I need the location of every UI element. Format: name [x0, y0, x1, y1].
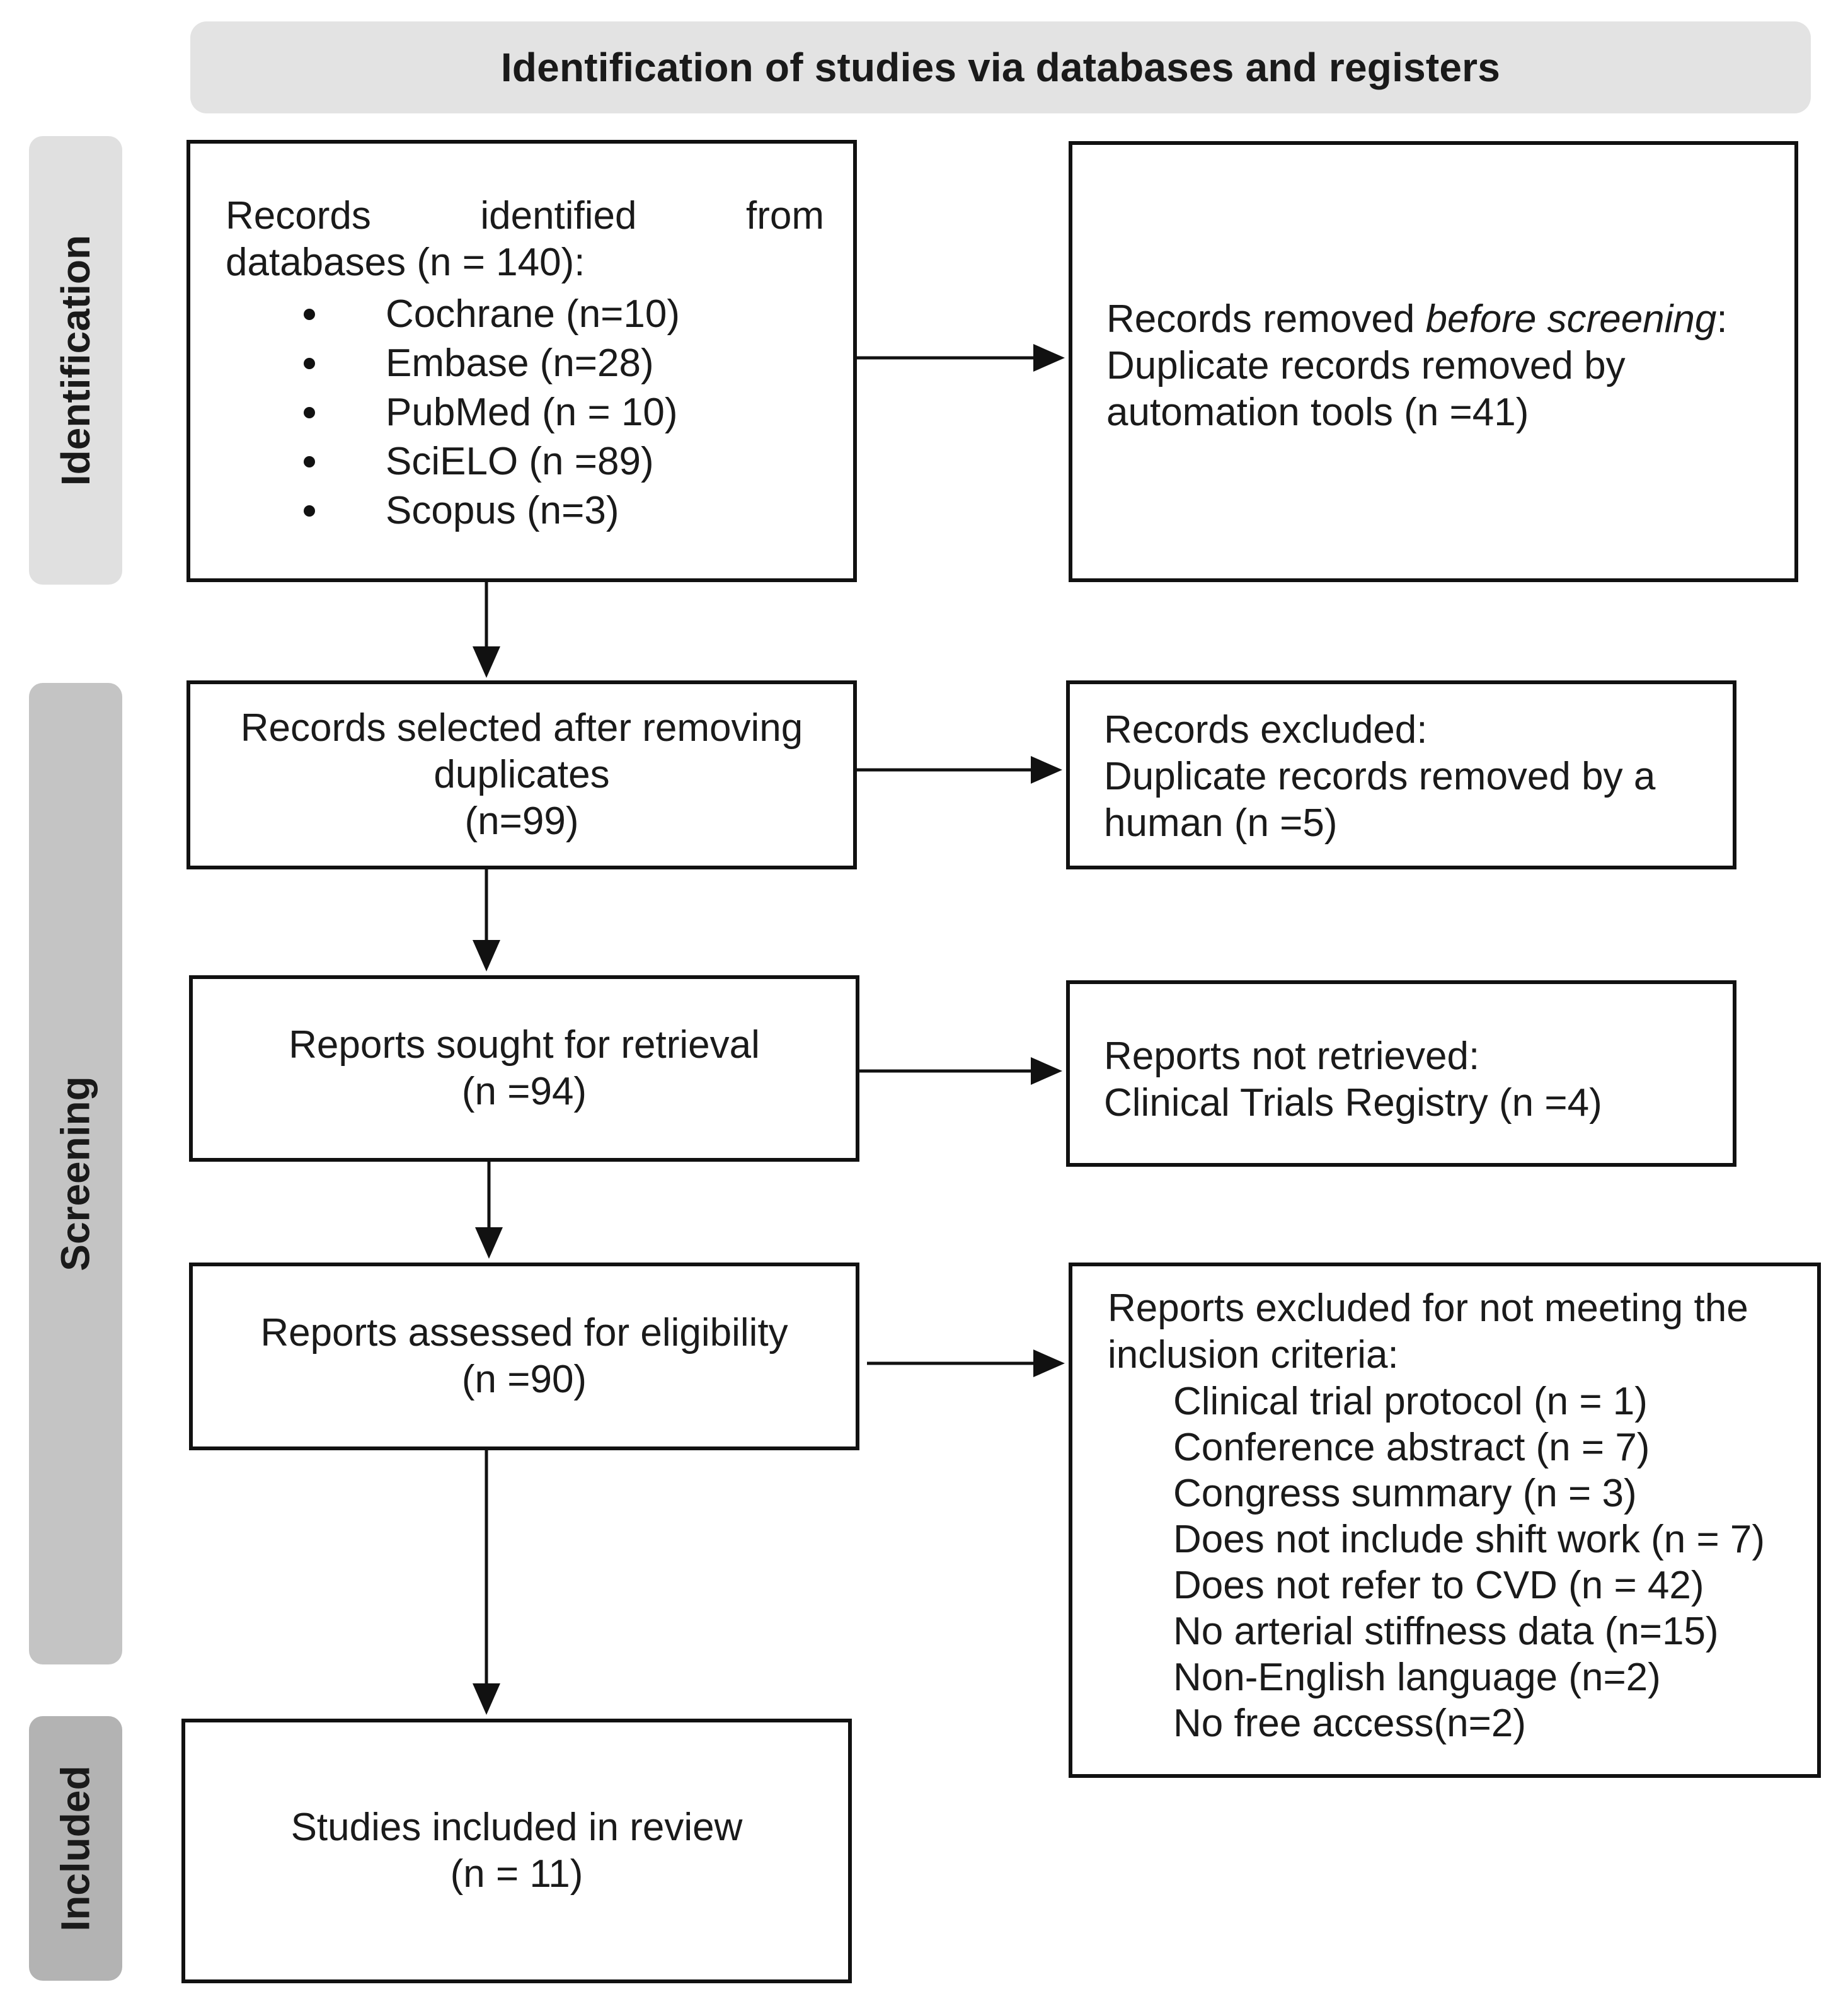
records-excluded-box: Records excluded: Duplicate records remo…	[1066, 680, 1736, 869]
arrowhead-icon	[1033, 1349, 1065, 1377]
exclusion-reason: Does not include shift work (n = 7)	[1173, 1518, 1765, 1561]
bullet-icon	[304, 456, 315, 467]
database-item: SciELO (n =89)	[226, 437, 818, 486]
database-item: Scopus (n=3)	[226, 486, 818, 536]
reports-sought-line2: (n =94)	[461, 1070, 587, 1113]
records-removed-line2: Duplicate records removed by	[1106, 344, 1626, 387]
records-selected-box: Records selected after removing duplicat…	[187, 680, 857, 869]
records-removed-line3: automation tools (n =41)	[1106, 391, 1529, 434]
arrowhead-icon	[473, 1683, 500, 1715]
arrowhead-icon	[475, 1227, 503, 1259]
bullet-icon	[304, 505, 315, 517]
records-excluded-line3: human (n =5)	[1104, 801, 1338, 845]
database-item: Cochrane (n=10)	[226, 290, 818, 339]
section-header-title: Identification of studies via databases …	[500, 45, 1501, 90]
reports-assessed-line1: Reports assessed for eligibility	[260, 1311, 788, 1355]
records-identified-box: Records identified from databases (n = 1…	[187, 140, 857, 582]
reports-excluded-line2: inclusion criteria:	[1108, 1333, 1399, 1377]
arrowhead-icon	[1033, 344, 1065, 372]
arrowhead-icon	[473, 646, 500, 678]
reports-sought-line1: Reports sought for retrieval	[289, 1023, 760, 1067]
records-identified-line1: Records identified from	[226, 194, 824, 238]
exclusion-reason: No free access(n=2)	[1173, 1702, 1526, 1745]
exclusion-reason: Does not refer to CVD (n = 42)	[1173, 1564, 1704, 1607]
reports-sought-box: Reports sought for retrieval (n =94)	[189, 975, 859, 1162]
database-list: Cochrane (n=10) Embase (n=28) PubMed (n …	[226, 290, 818, 536]
section-header: Identification of studies via databases …	[190, 21, 1811, 113]
phase-label-screening: Screening	[29, 683, 122, 1664]
records-selected-line3: (n=99)	[464, 799, 579, 843]
exclusion-reason-list: Clinical trial protocol (n = 1) Conferen…	[1108, 1378, 1798, 1746]
bullet-icon	[304, 309, 315, 320]
records-excluded-line1: Records excluded:	[1104, 708, 1428, 752]
arrowhead-icon	[1031, 756, 1062, 784]
studies-included-line2: (n = 11)	[450, 1852, 583, 1896]
records-removed-line1: Records removed before screening:	[1106, 297, 1728, 341]
reports-not-retrieved-line1: Reports not retrieved:	[1104, 1034, 1480, 1078]
arrowhead-icon	[1031, 1057, 1062, 1085]
studies-included-box: Studies included in review (n = 11)	[181, 1719, 852, 1983]
exclusion-reason: Congress summary (n = 3)	[1173, 1472, 1637, 1515]
phase-label-included: Included	[29, 1716, 122, 1981]
reports-not-retrieved-box: Reports not retrieved: Clinical Trials R…	[1066, 980, 1736, 1167]
exclusion-reason: No arterial stiffness data (n=15)	[1173, 1610, 1719, 1653]
reports-assessed-box: Reports assessed for eligibility (n =90)	[189, 1263, 859, 1450]
reports-excluded-box: Reports excluded for not meeting the inc…	[1069, 1263, 1821, 1778]
database-item: PubMed (n = 10)	[226, 388, 818, 437]
database-item: Embase (n=28)	[226, 339, 818, 388]
records-identified-line2: databases (n = 140):	[226, 241, 585, 284]
bullet-icon	[304, 358, 315, 369]
exclusion-reason: Non-English language (n=2)	[1173, 1656, 1661, 1699]
records-removed-box: Records removed before screening: Duplic…	[1069, 141, 1798, 582]
reports-excluded-line1: Reports excluded for not meeting the	[1108, 1286, 1748, 1330]
records-selected-line2: duplicates	[433, 753, 610, 796]
phase-label-identification: Identification	[29, 136, 122, 585]
reports-not-retrieved-line2: Clinical Trials Registry (n =4)	[1104, 1081, 1602, 1125]
reports-assessed-line2: (n =90)	[461, 1358, 587, 1401]
exclusion-reason: Conference abstract (n = 7)	[1173, 1426, 1650, 1469]
studies-included-line1: Studies included in review	[290, 1806, 743, 1849]
records-selected-line1: Records selected after removing	[240, 706, 803, 750]
exclusion-reason: Clinical trial protocol (n = 1)	[1173, 1380, 1648, 1423]
bullet-icon	[304, 407, 315, 418]
records-excluded-line2: Duplicate records removed by a	[1104, 755, 1656, 798]
arrowhead-icon	[473, 940, 500, 971]
